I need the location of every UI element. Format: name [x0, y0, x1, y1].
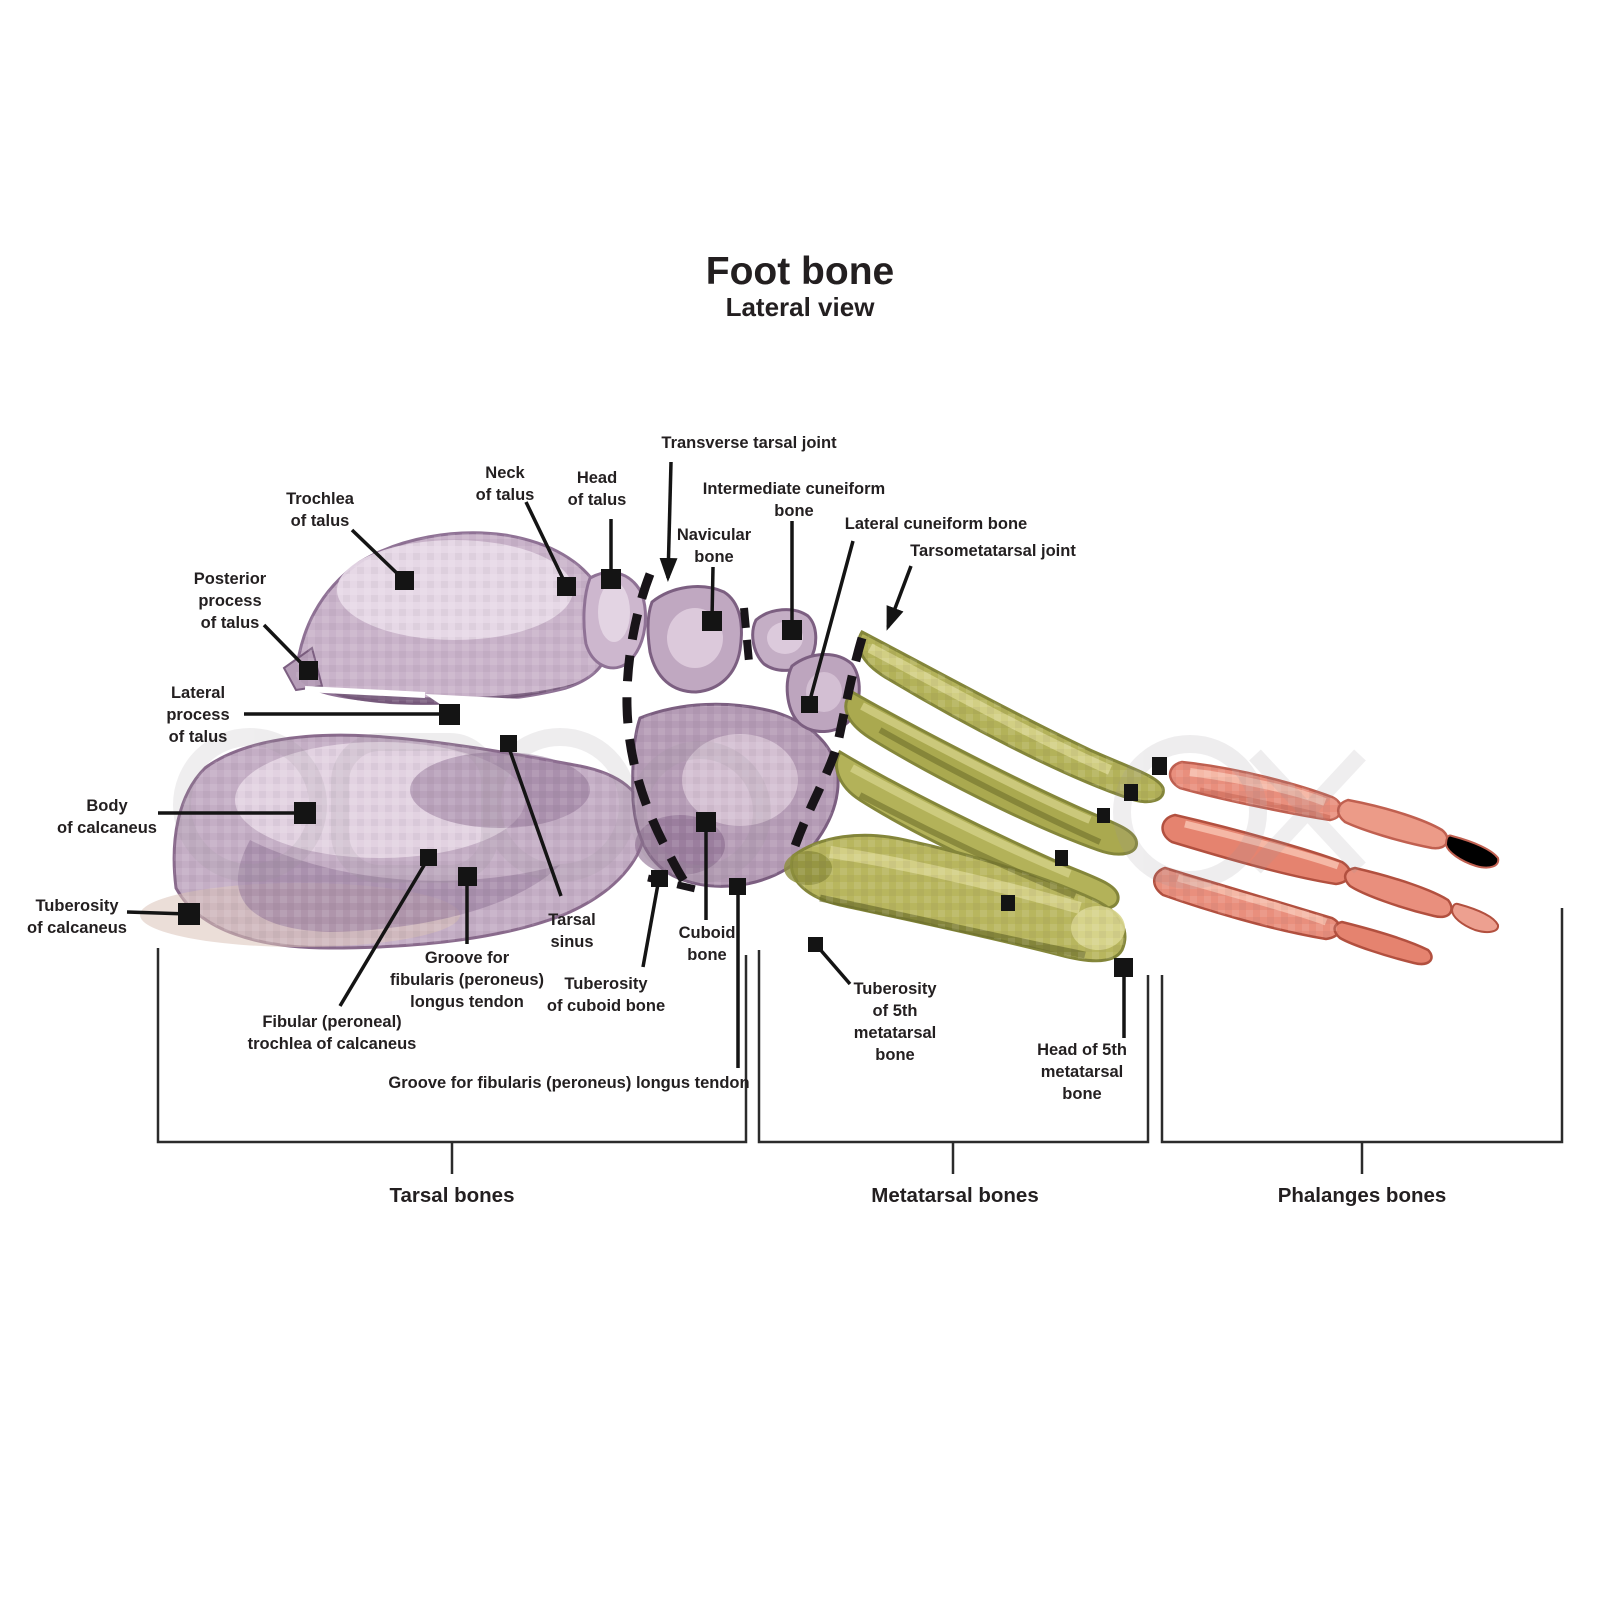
label-head-of-5th-metatarsal: Head of 5th metatarsal bone [1037, 1041, 1127, 1103]
label-tuberosity-of-calcaneus: Tuberosity of calcaneus [27, 897, 127, 937]
label-posterior-process-of-talus: Posterior process of talus [193, 570, 267, 632]
label-lateral-cuneiform-bone: Lateral cuneiform bone [844, 515, 1028, 533]
label-trochlea-of-talus: Trochlea of talus [286, 490, 354, 530]
label-tuberosity-of-5th-metatarsal: Tuberosity of 5th metatarsal bone [853, 980, 937, 1064]
label-head-of-talus: Head of talus [567, 469, 627, 509]
group-label-phalanges-bones: Phalanges bones [1277, 1184, 1447, 1207]
label-tarsometatarsal-joint: Tarsometatarsal joint [910, 542, 1076, 560]
group-label-tarsal-bones: Tarsal bones [389, 1184, 515, 1207]
leader-lines [126, 461, 1133, 1068]
title-block: Foot bone Lateral view [500, 250, 1100, 323]
label-tuberosity-of-cuboid-bone: Tuberosity of cuboid bone [546, 975, 666, 1015]
label-cuboid-bone: Cuboid bone [678, 924, 736, 964]
label-intermediate-cuneiform-bone: Intermediate cuneiform bone [702, 480, 886, 520]
label-fibular-trochlea-of-calcaneus: Fibular (peroneal) trochlea of calcaneus [247, 1013, 417, 1053]
label-tarsal-sinus: Tarsal sinus [548, 911, 596, 951]
metatarsal-bones-group [784, 630, 1165, 963]
watermark [173, 728, 1366, 889]
label-body-of-calcaneus: Body of calcaneus [57, 797, 157, 837]
phalanges-bones-group [1153, 760, 1500, 966]
group-label-metatarsal-bones: Metatarsal bones [871, 1184, 1039, 1207]
page-subtitle: Lateral view [725, 292, 875, 322]
label-transverse-tarsal-joint: Transverse tarsal joint [661, 434, 837, 452]
page-title: Foot bone [705, 250, 895, 293]
label-groove-fibularis-left: Groove for fibularis (peroneus) longus t… [389, 949, 545, 1011]
group-brackets [156, 908, 1564, 1174]
label-groove-fibularis-bottom: Groove for fibularis (peroneus) longus t… [388, 1074, 750, 1092]
label-navicular-bone: Navicular bone [676, 526, 752, 566]
label-lateral-process-of-talus: Lateral process of talus [166, 684, 230, 746]
label-neck-of-talus: Neck of talus [475, 464, 535, 504]
